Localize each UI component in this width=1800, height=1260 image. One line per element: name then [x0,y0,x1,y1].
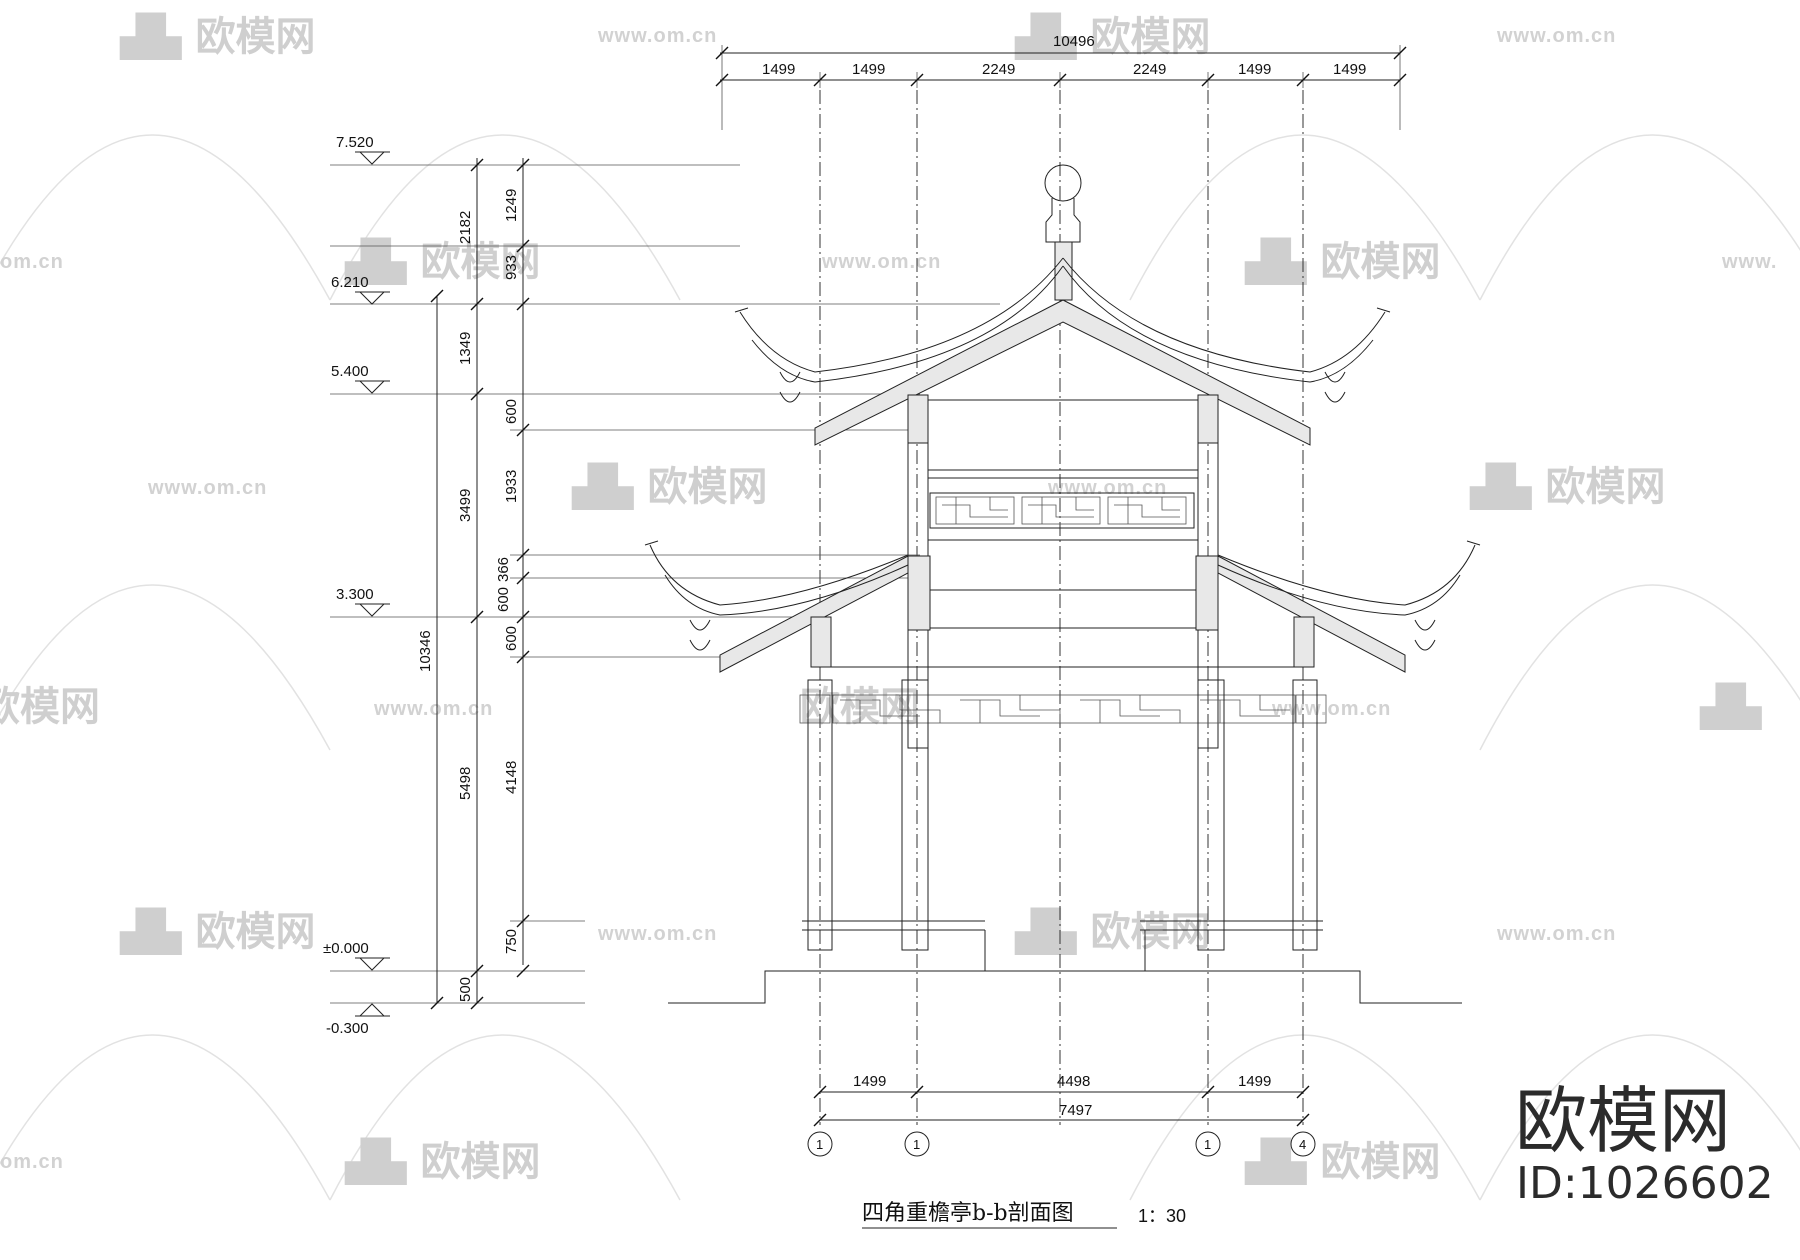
svg-text:▟▙ 欧模网: ▟▙ 欧模网 [571,462,767,510]
svg-text:om.cn: om.cn [0,1151,64,1173]
axis-label-1c: 1 [1204,1137,1211,1152]
svg-text:www.om.cn: www.om.cn [373,698,493,720]
svg-text:www.om.cn: www.om.cn [597,923,717,945]
svg-text:www.om.cn: www.om.cn [1047,477,1167,499]
dim-10346: 10346 [417,630,434,672]
svg-text:▟▙ 欧模网: ▟▙ 欧模网 [344,1137,540,1185]
svg-text:www.om.cn: www.om.cn [1271,698,1391,720]
top-dim-3: 2249 [982,61,1015,78]
dim-600-mid: 600 [495,587,512,612]
svg-text:▟▙: ▟▙ [1699,682,1763,730]
svg-text:www.om.cn: www.om.cn [1496,25,1616,47]
svg-text:www.: www. [1721,251,1777,273]
level-5400: 5.400 [331,363,369,380]
svg-text:▟▙ 欧模网: ▟▙ 欧模网 [1014,12,1210,60]
svg-text:▟▙ 欧模网: ▟▙ 欧模网 [1014,907,1210,955]
svg-text:▟▙ 欧模网: ▟▙ 欧模网 [1469,462,1665,510]
bottom-dim-1: 1499 [853,1073,886,1090]
top-dimension-chain [715,45,1407,130]
dim-2182: 2182 [457,211,474,244]
svg-text:▟▙ 欧模网: ▟▙ 欧模网 [119,12,315,60]
brand-name: 欧模网 [1515,1079,1731,1163]
dim-4148: 4148 [503,761,520,794]
dim-366: 366 [495,557,512,582]
axis-label-1b: 1 [913,1137,920,1152]
drawing-scale: 1：30 [1138,1206,1186,1226]
svg-text:www.om.cn: www.om.cn [147,477,267,499]
dim-500: 500 [457,977,474,1002]
svg-text:www.om.cn: www.om.cn [1496,923,1616,945]
left-dimension-chains [430,158,530,1010]
dim-3499: 3499 [457,489,474,522]
bottom-dimension-chain [813,1085,1310,1127]
dim-750: 750 [503,929,520,954]
level-7520: 7.520 [336,134,374,151]
svg-text:欧模网: 欧模网 [0,684,100,730]
drawing-title: 四角重檐亭b-b剖面图 [862,1201,1074,1226]
level-minus-0300: -0.300 [326,1020,369,1037]
watermark-logos: ▟▙ 欧模网 ▟▙ 欧模网 ▟▙ 欧模网 ▟▙ 欧模网 ▟▙ 欧模网 ▟▙ 欧模… [0,12,1777,1185]
level-6210: 6.210 [331,274,369,291]
dim-1933: 1933 [503,470,520,503]
svg-text:om.cn: om.cn [0,251,64,273]
svg-text:www.om.cn: www.om.cn [597,25,717,47]
svg-text:▟▙ 欧模网: ▟▙ 欧模网 [1244,237,1440,285]
dim-1349: 1349 [457,332,474,365]
pavilion-section [644,164,1481,1004]
bottom-dim-3: 1499 [1238,1073,1271,1090]
brand-id: ID:1026602 [1516,1158,1774,1209]
axis-label-1a: 1 [816,1137,823,1152]
top-overall-dimension: 10496 [1053,33,1095,50]
dim-5498: 5498 [457,767,474,800]
top-dim-5: 1499 [1238,61,1271,78]
dim-600-lower: 600 [503,626,520,651]
svg-text:▟▙ 欧模网: ▟▙ 欧模网 [119,907,315,955]
svg-text:www.om.cn: www.om.cn [821,251,941,273]
top-dim-1: 1499 [762,61,795,78]
svg-text:▟▙ 欧模网: ▟▙ 欧模网 [1244,1137,1440,1185]
axis-label-4: 4 [1299,1137,1306,1152]
top-dim-2: 1499 [852,61,885,78]
axis-bubbles [807,1131,1316,1157]
svg-text:▟▙ 欧模网: ▟▙ 欧模网 [344,237,540,285]
dim-1249: 1249 [503,189,520,222]
top-dim-4: 2249 [1133,61,1166,78]
lower-lattice [799,694,1327,724]
level-lines [330,151,1000,1017]
dim-933: 933 [503,255,520,280]
level-0000: ±0.000 [323,940,369,957]
dim-600-upper: 600 [503,399,520,424]
top-dim-6: 1499 [1333,61,1366,78]
level-3300: 3.300 [336,586,374,603]
bottom-dim-2: 4498 [1057,1073,1090,1090]
bottom-overall-dimension: 7497 [1059,1102,1092,1119]
